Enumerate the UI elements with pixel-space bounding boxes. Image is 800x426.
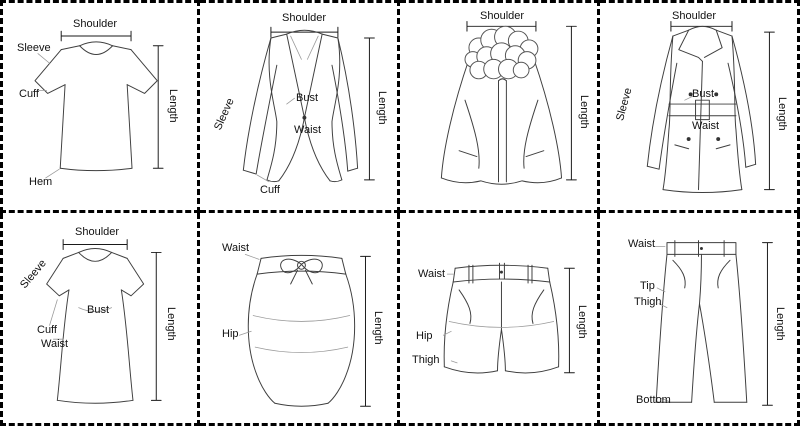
length-label: Length — [165, 307, 177, 341]
waist-label: Waist — [294, 124, 322, 136]
shoulder-label: Shoulder — [75, 226, 120, 238]
waist-label: Waist — [418, 268, 446, 280]
tip-label: Tip — [640, 280, 655, 292]
panel-trench-coat: Shoulder Sleeve Bust Waist Length — [600, 0, 800, 213]
shoulder-label: Shoulder — [672, 10, 717, 22]
sleeve-label: Sleeve — [17, 42, 51, 54]
waist-label: Waist — [222, 242, 250, 254]
cuff-label: Cuff — [37, 324, 57, 336]
cuff-label: Cuff — [19, 88, 39, 100]
waist-label: Waist — [41, 338, 69, 350]
pants-drawing — [654, 240, 773, 406]
shoulder-label: Shoulder — [480, 10, 525, 22]
shoulder-label: Shoulder — [282, 12, 327, 24]
hem-label: Hem — [29, 176, 53, 188]
bust-label: Bust — [692, 88, 715, 100]
panel-pants: Waist Tip Thigh Bottom Length — [600, 213, 800, 426]
length-label: Length — [578, 95, 590, 129]
panel-blazer: Shoulder Sleeve Bust Waist Cuff Length — [200, 0, 400, 213]
waist-label: Waist — [628, 238, 656, 250]
trench-coat-drawing — [646, 20, 775, 193]
length-label: Length — [576, 305, 588, 339]
bust-label: Bust — [296, 92, 319, 104]
hip-label: Hip — [416, 330, 433, 342]
length-label: Length — [774, 307, 786, 341]
shoulder-label: Shoulder — [73, 18, 118, 30]
bust-label: Bust — [87, 304, 110, 316]
panel-skirt: Waist Hip Length — [200, 213, 400, 426]
thigh-label: Thigh — [634, 296, 662, 308]
hip-label: Hip — [222, 328, 239, 340]
panel-dress: Shoulder Sleeve Bust Cuff Waist Length — [0, 213, 200, 426]
length-label: Length — [167, 89, 179, 123]
skirt-drawing — [239, 254, 371, 407]
waist-label: Waist — [692, 120, 720, 132]
thigh-label: Thigh — [412, 354, 440, 366]
tshirt-drawing — [34, 30, 164, 179]
blazer-drawing — [242, 26, 375, 183]
dress-drawing — [46, 239, 162, 404]
cuff-label: Cuff — [260, 184, 280, 196]
bottom-label: Bottom — [636, 394, 671, 406]
shorts-drawing — [442, 262, 575, 374]
panel-fur-cape: Shoulder Length — [400, 0, 600, 213]
length-label: Length — [372, 311, 384, 345]
panel-shorts: Waist Hip Thigh Length — [400, 213, 600, 426]
fur-cape-drawing — [440, 20, 577, 185]
length-label: Length — [376, 91, 388, 125]
panel-tshirt: Shoulder Sleeve Cuff Hem Length — [0, 0, 200, 213]
length-label: Length — [776, 97, 788, 131]
